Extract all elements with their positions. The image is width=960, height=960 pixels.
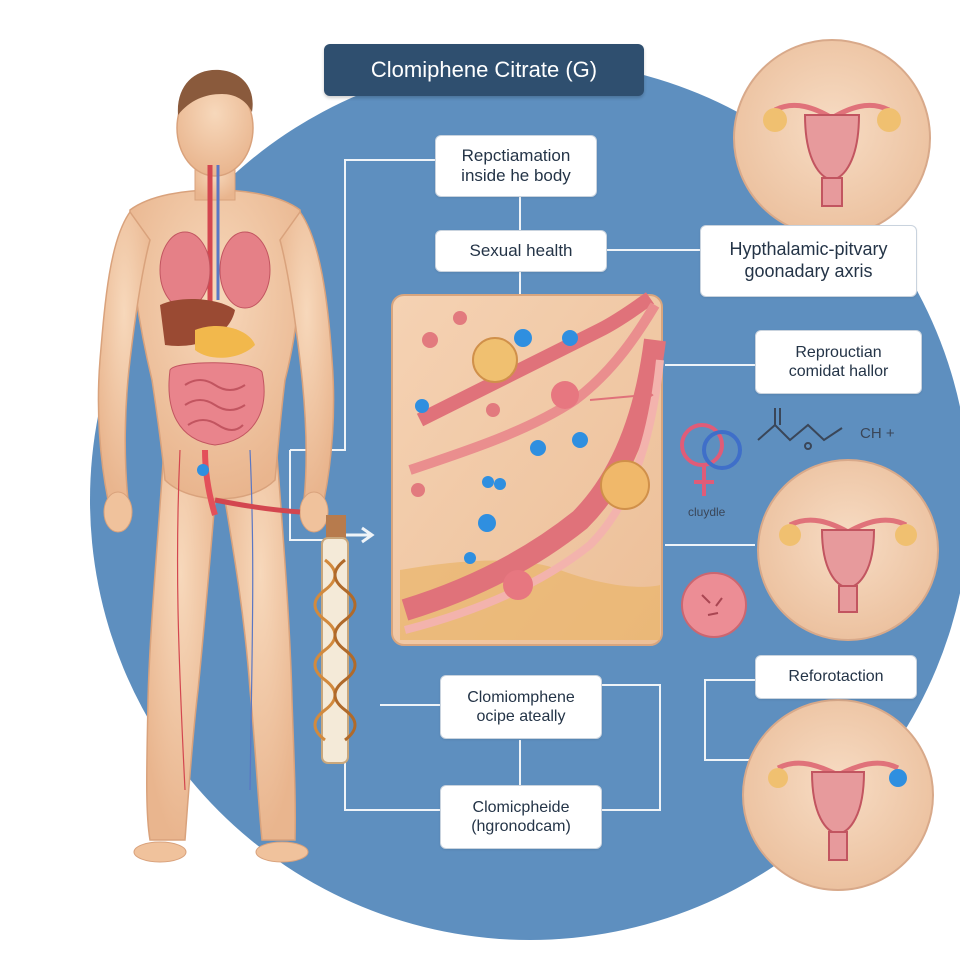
- label-hpg-axis-line1: Hypthalamic-pitvary: [729, 239, 888, 260]
- label-representation: Repctiamation inside he body: [435, 135, 597, 197]
- chem-ch-label: CH +: [860, 425, 895, 442]
- molecule-structure-icon: [757, 408, 843, 450]
- label-clomicpheide-line2: (hgronodcam): [471, 818, 571, 835]
- label-representation-line1: Repctiamation: [461, 145, 571, 165]
- title-banner: Clomiphene Citrate (G): [324, 44, 644, 96]
- label-reforotaction: Reforotaction: [755, 655, 917, 699]
- label-sexual-health: Sexual health: [435, 230, 607, 272]
- pill-icon: [681, 572, 747, 638]
- label-clomicpheide-line1: Clomicpheide: [472, 798, 570, 816]
- label-clomiophene-action: Clomiomphene ocipe ateally: [440, 675, 602, 739]
- label-clomiophene-action-line1: Clomiomphene: [467, 688, 575, 706]
- uterus-icon-top: [733, 39, 931, 237]
- human-body-figure: [97, 69, 335, 863]
- label-reforotaction-text: Reforotaction: [788, 668, 884, 686]
- label-representation-line2: inside he body: [461, 166, 571, 185]
- label-hpg-axis-line2: goonadary axris: [744, 261, 873, 281]
- label-reproduction-conduct-line2: comidat hallor: [788, 363, 889, 380]
- symbol-caption: cluydle: [688, 505, 726, 519]
- uterus-icon-bottom: [742, 699, 934, 891]
- label-sexual-health-text: Sexual health: [469, 240, 573, 260]
- gender-symbol-icon: [680, 423, 742, 496]
- label-clomiophene-action-line2: ocipe ateally: [476, 708, 566, 725]
- uterus-icon-middle: [757, 459, 939, 641]
- label-hpg-axis: Hypthalamic-pitvary goonadary axris: [700, 225, 917, 297]
- diagram-title: Clomiphene Citrate (G): [370, 57, 598, 82]
- label-reproduction-conduct: Reprouctian comidat hallor: [755, 330, 922, 394]
- label-clomicpheide: Clomicpheide (hgronodcam): [440, 785, 602, 849]
- label-reproduction-conduct-line1: Reprouctian: [795, 343, 882, 361]
- dna-helix-icon: [313, 515, 357, 764]
- tissue-crosssection: [391, 292, 666, 646]
